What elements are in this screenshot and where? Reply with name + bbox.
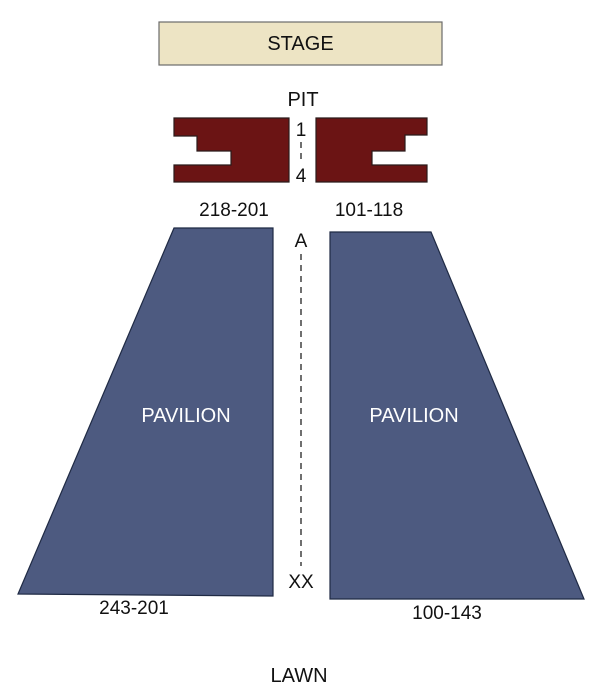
pavilion-left-label: PAVILION (141, 405, 230, 427)
stage-label: STAGE (267, 33, 333, 55)
pavilion-right-label: PAVILION (369, 405, 458, 427)
pavilion-section-right[interactable] (329, 231, 585, 600)
pit-row-last: 4 (296, 166, 307, 187)
pit-label: PIT (287, 89, 318, 111)
lawn-label[interactable]: LAWN (270, 665, 327, 687)
pit-left-seats: 218-201 (199, 200, 269, 221)
pavilion-right-seats: 100-143 (412, 603, 482, 624)
pit-row-first: 1 (296, 120, 307, 141)
pavilion-row-last: XX (288, 572, 314, 593)
stage[interactable]: STAGE (158, 21, 443, 66)
stage-box[interactable] (158, 21, 443, 66)
pit-section-right[interactable] (315, 117, 428, 183)
pit-right-seats: 101-118 (335, 200, 403, 221)
pit-section-left[interactable] (173, 117, 290, 183)
pavilion-left-seats: 243-201 (99, 598, 169, 619)
pavilion-section-left[interactable] (17, 227, 274, 597)
pavilion-row-first: A (295, 231, 308, 252)
